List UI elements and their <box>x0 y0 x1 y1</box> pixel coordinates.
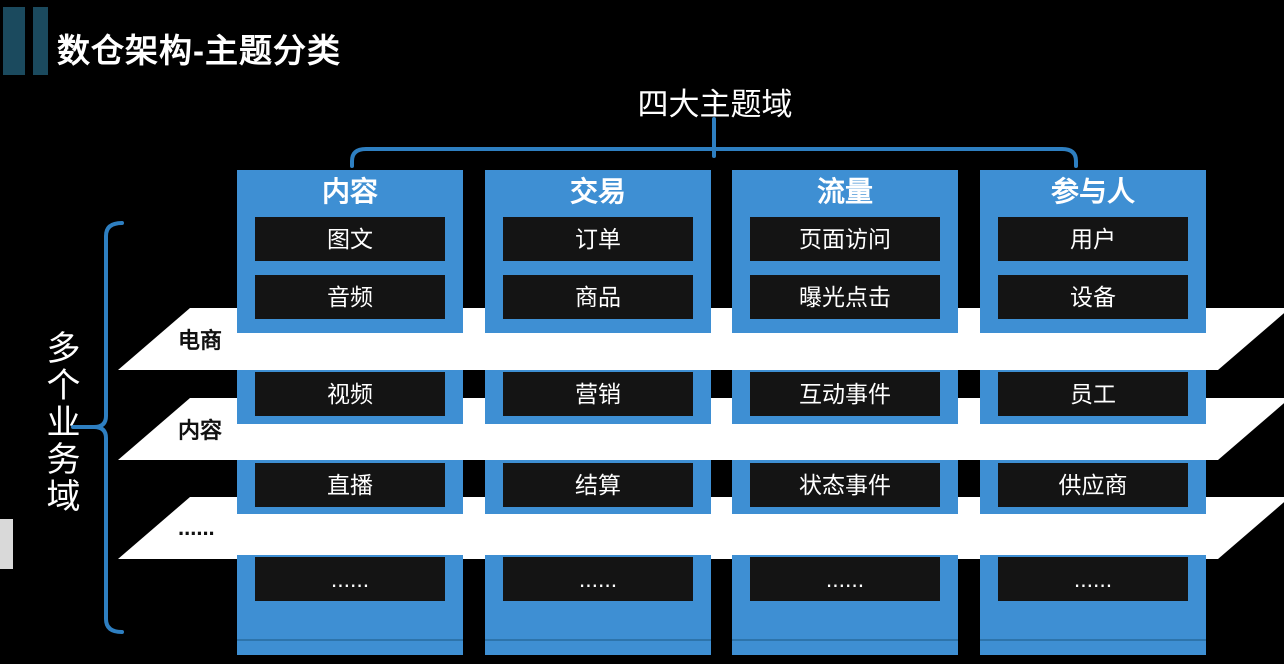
left-brace-icon <box>93 221 124 634</box>
column-participant-top: 参与人 用户 设备 <box>980 170 1206 333</box>
column-content-top: 内容 图文 音频 <box>237 170 463 333</box>
page-edge-marker <box>0 519 13 569</box>
column-header: 内容 <box>321 176 378 207</box>
column-participant-seg: 员工 <box>980 370 1206 424</box>
business-domains-label: 多个业务域 <box>41 330 79 515</box>
column-content-seg: 直播 <box>237 460 463 514</box>
band-label: 电商 <box>178 328 223 353</box>
title-accent-bar-icon <box>3 7 25 75</box>
column-transaction-bottom: ...... <box>485 555 711 655</box>
top-bracket-icon <box>350 147 1078 168</box>
topic-box: ...... <box>998 557 1188 601</box>
topic-box: 页面访问 <box>750 217 940 261</box>
band-label: 内容 <box>178 418 223 443</box>
topic-box: 互动事件 <box>750 372 940 416</box>
top-domains-label: 四大主题域 <box>637 87 793 122</box>
band-label: ...... <box>178 515 215 540</box>
topic-box: ...... <box>503 557 693 601</box>
topic-box: 图文 <box>255 217 445 261</box>
column-content-seg: 视频 <box>237 370 463 424</box>
topic-box: 商品 <box>503 275 693 319</box>
topic-box: 营销 <box>503 372 693 416</box>
topic-box: 视频 <box>255 372 445 416</box>
column-underline <box>237 639 463 641</box>
column-content-bottom: ...... <box>237 555 463 655</box>
page-title: 数仓架构-主题分类 <box>57 32 341 69</box>
topic-box: 直播 <box>255 463 445 507</box>
column-transaction-seg: 营销 <box>485 370 711 424</box>
topic-box: ...... <box>750 557 940 601</box>
topic-box: 状态事件 <box>750 463 940 507</box>
column-header: 交易 <box>569 176 626 207</box>
column-participant-seg: 供应商 <box>980 460 1206 514</box>
column-transaction-top: 交易 订单 商品 <box>485 170 711 333</box>
column-underline <box>485 639 711 641</box>
topic-box: 员工 <box>998 372 1188 416</box>
column-header: 流量 <box>816 176 873 207</box>
column-underline <box>732 639 958 641</box>
column-traffic-top: 流量 页面访问 曝光点击 <box>732 170 958 333</box>
column-header: 参与人 <box>1050 176 1135 207</box>
topic-box: ...... <box>255 557 445 601</box>
topic-box: 曝光点击 <box>750 275 940 319</box>
column-transaction-seg: 结算 <box>485 460 711 514</box>
column-underline <box>980 639 1206 641</box>
column-participant-bottom: ...... <box>980 555 1206 655</box>
topic-box: 结算 <box>503 463 693 507</box>
column-traffic-bottom: ...... <box>732 555 958 655</box>
column-traffic-seg: 互动事件 <box>732 370 958 424</box>
topic-box: 订单 <box>503 217 693 261</box>
topic-box: 供应商 <box>998 463 1188 507</box>
topic-box: 用户 <box>998 217 1188 261</box>
topic-box: 设备 <box>998 275 1188 319</box>
title-accent-bar-icon <box>33 7 48 75</box>
column-traffic-seg: 状态事件 <box>732 460 958 514</box>
topic-box: 音频 <box>255 275 445 319</box>
